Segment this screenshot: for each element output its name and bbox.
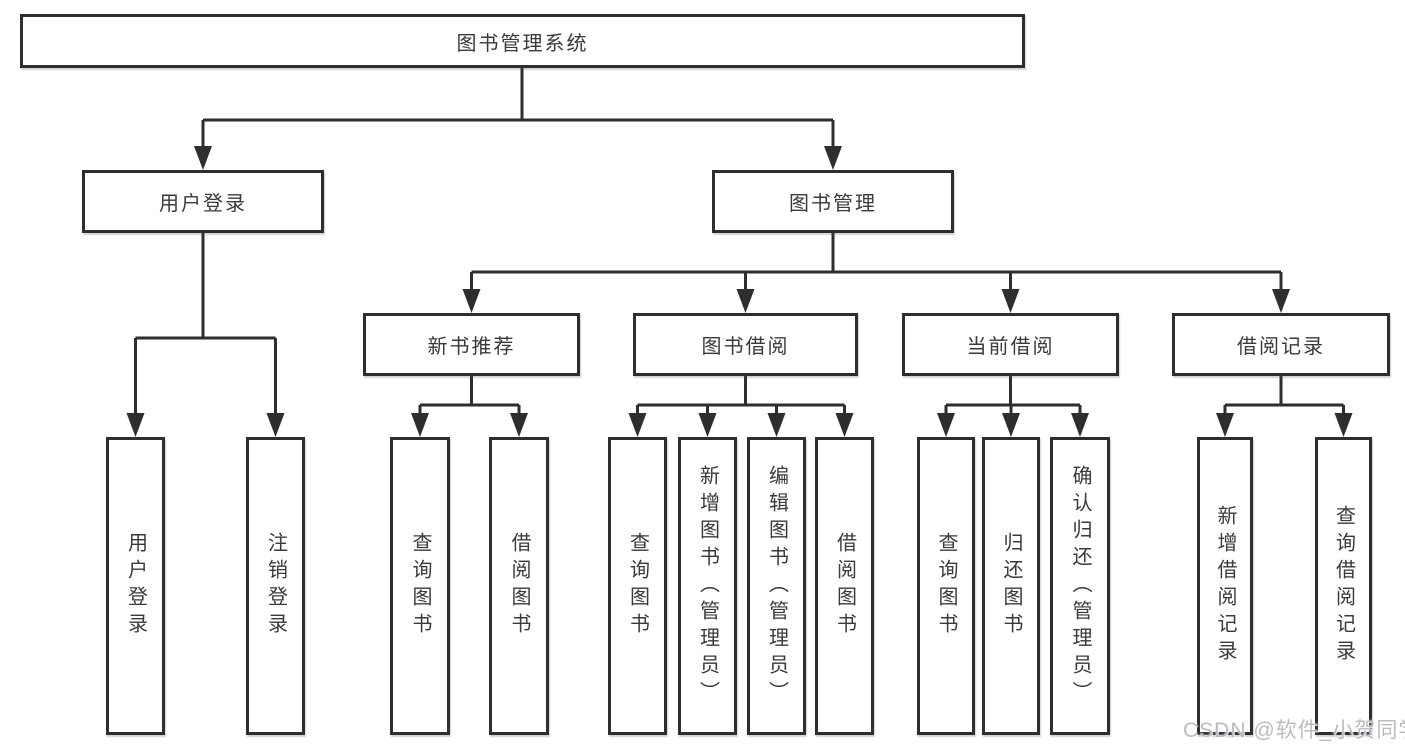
node-leaf-bb-add-books-admin-label: 新增图书（管理员） [696,464,719,708]
node-leaf-bb-borrow-books-label: 借阅图书 [833,532,856,640]
node-leaf-user-login: 用户登录 [106,437,165,735]
node-leaf-nb-query-books-label: 查询图书 [409,532,431,640]
node-leaf-nb-borrow-books: 借阅图书 [489,437,549,735]
node-leaf-br-query-record-label: 查询借阅记录 [1332,505,1355,667]
node-borrowing-records: 借阅记录 [1172,313,1390,376]
node-leaf-logout: 注销登录 [246,437,305,735]
node-new-book-recommend: 新书推荐 [363,313,580,376]
node-root-library-system: 图书管理系统 [20,14,1025,68]
csdn-watermark: CSDN @软件_小贺同学 [1183,719,1405,742]
node-leaf-cb-return-books: 归还图书 [982,437,1040,735]
node-leaf-br-query-record: 查询借阅记录 [1315,437,1372,735]
node-root-label: 图书管理系统 [456,32,589,55]
node-user-login: 用户登录 [82,170,324,233]
node-leaf-user-login-label: 用户登录 [124,532,147,640]
node-leaf-bb-query-books-label: 查询图书 [626,532,649,640]
node-leaf-bb-edit-books-admin: 编辑图书（管理员） [747,437,806,735]
node-leaf-cb-confirm-return-admin: 确认归还（管理员） [1050,437,1110,735]
node-leaf-nb-borrow-books-label: 借阅图书 [508,532,530,640]
node-leaf-cb-query-books: 查询图书 [917,437,975,735]
node-leaf-br-add-record-label: 新增借阅记录 [1214,505,1236,667]
node-book-borrowing: 图书借阅 [633,313,858,376]
node-leaf-br-add-record: 新增借阅记录 [1197,437,1253,735]
node-book-borrowing-label: 图书借阅 [701,336,790,358]
node-current-borrowing-label: 当前借阅 [966,336,1055,358]
node-leaf-cb-return-books-label: 归还图书 [1000,532,1022,640]
node-borrowing-records-label: 借阅记录 [1237,336,1325,358]
node-new-book-recommend-label: 新书推荐 [427,336,516,358]
node-leaf-bb-add-books-admin: 新增图书（管理员） [678,437,737,735]
node-leaf-bb-borrow-books: 借阅图书 [815,437,874,735]
node-current-borrowing: 当前借阅 [902,313,1119,376]
node-leaf-bb-edit-books-admin-label: 编辑图书（管理员） [765,464,788,708]
node-book-management-label: 图书管理 [789,193,877,215]
node-book-management: 图书管理 [712,170,954,233]
node-leaf-cb-confirm-return-admin-label: 确认归还（管理员） [1069,464,1091,708]
node-leaf-logout-label: 注销登录 [264,532,287,640]
node-leaf-nb-query-books: 查询图书 [390,437,450,735]
node-leaf-cb-query-books-label: 查询图书 [935,532,957,640]
node-user-login-label: 用户登录 [159,193,247,215]
node-leaf-bb-query-books: 查询图书 [608,437,667,735]
